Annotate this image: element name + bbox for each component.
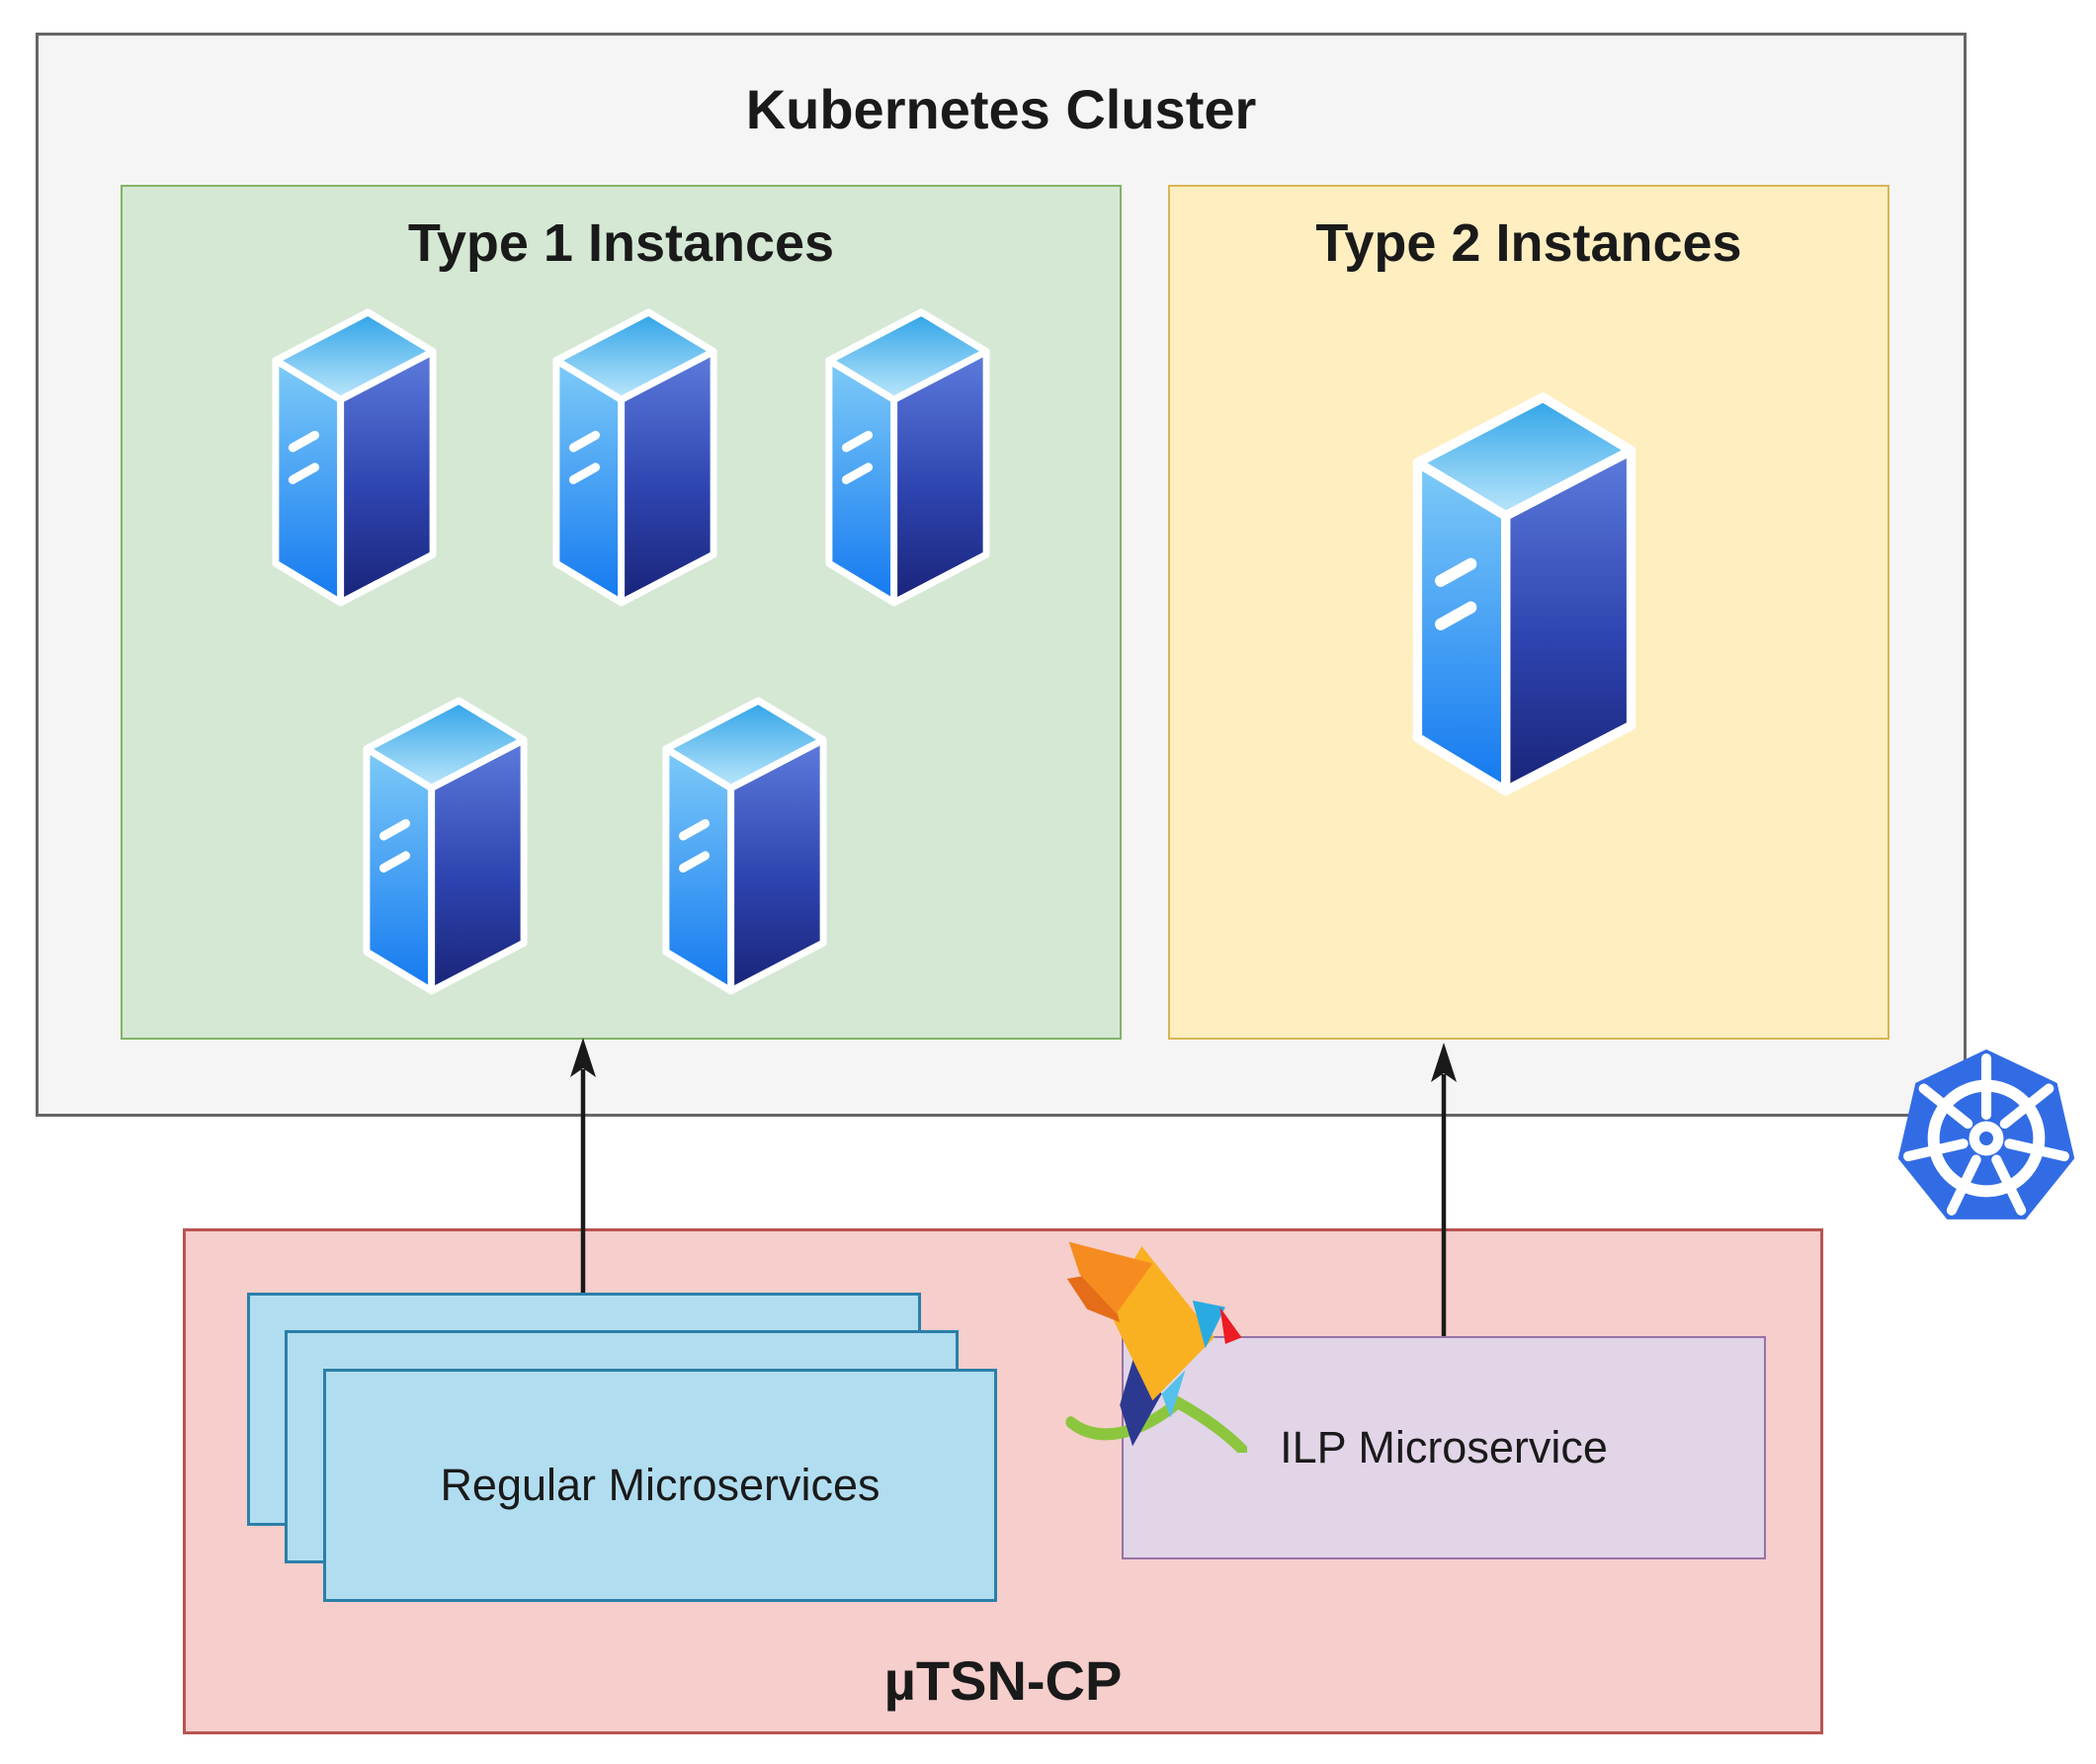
- type2-instances-title: Type 2 Instances: [1315, 213, 1742, 273]
- type1-instances-title: Type 1 Instances: [407, 213, 835, 273]
- origami-bird-logo: [1065, 1235, 1247, 1453]
- regular-microservices-label: Regular Microservices: [440, 1460, 880, 1511]
- kubernetes-logo: [1895, 1048, 2077, 1229]
- bird-green-swoosh: [1065, 1395, 1247, 1453]
- server-icon: [269, 303, 440, 610]
- bird-navy-tail: [1120, 1355, 1162, 1447]
- server-icon: [360, 692, 531, 998]
- ilp-microservice-box: ILP Microservice: [1122, 1336, 1766, 1559]
- server-icon: [549, 303, 720, 610]
- bird-red-beak: [1219, 1306, 1242, 1344]
- utsn-cp-label: µTSN-CP: [883, 1649, 1123, 1713]
- bird-lightblue-feather: [1161, 1370, 1186, 1418]
- server-icon: [822, 303, 993, 610]
- server-icon: [1408, 385, 1640, 800]
- kubernetes-helm-wheel: [1903, 1052, 2069, 1216]
- bird-cyan-head: [1192, 1301, 1225, 1349]
- kubernetes-cluster-title: Kubernetes Cluster: [745, 78, 1257, 140]
- ilp-microservice-label: ILP Microservice: [1280, 1422, 1608, 1473]
- regular-microservices-card-front: Regular Microservices: [323, 1369, 997, 1602]
- bird-orange-wing-upper: [1068, 1241, 1153, 1314]
- server-icon: [659, 692, 830, 998]
